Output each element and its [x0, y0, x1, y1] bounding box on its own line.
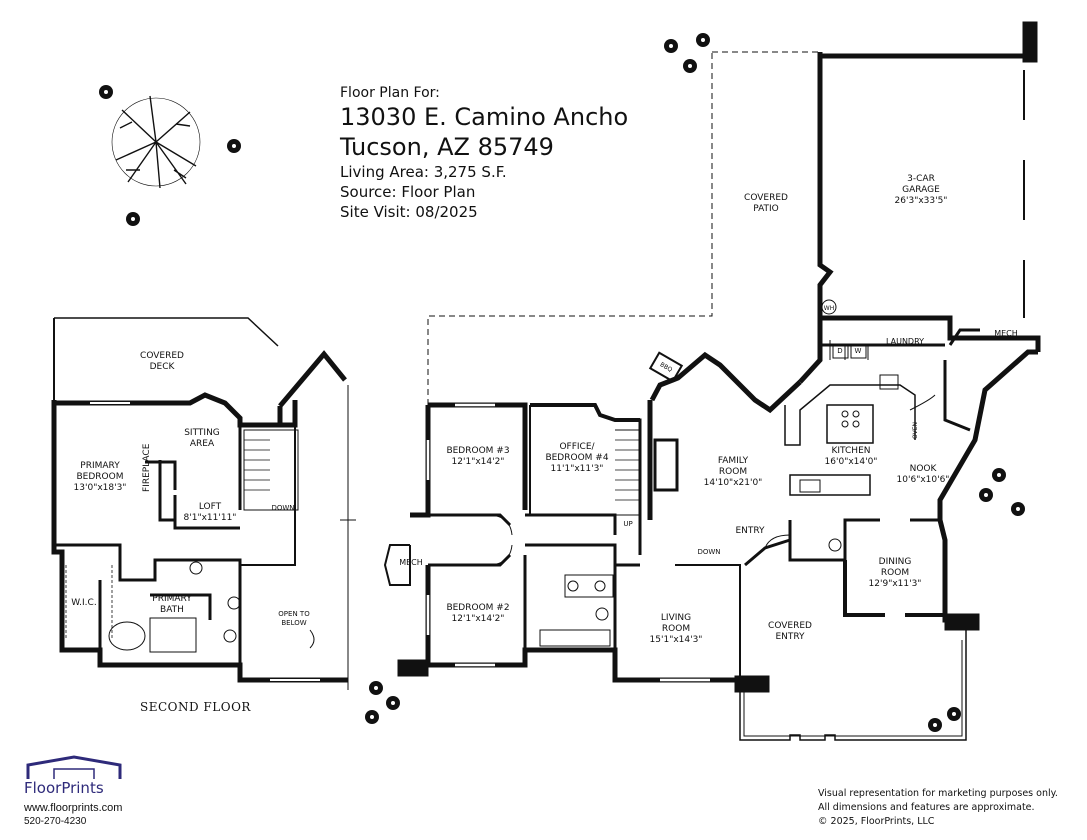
window-openings [426, 120, 1026, 682]
phone-number: 520-270-4230 [24, 816, 87, 827]
dryer-label: D [837, 347, 843, 355]
room-label-garage: 3-CAR GARAGE 26'3"x33'5" [894, 174, 948, 206]
room-label-wic: W.I.C. [71, 598, 97, 608]
room-label-living-room: LIVING ROOM 15'1"x14'3" [649, 613, 703, 645]
fireplace-label: FIREPLACE [142, 443, 152, 492]
room-label-entry: ENTRY [735, 526, 765, 536]
site-visit: Site Visit: 08/2025 [340, 203, 478, 221]
room-label-mech-garage: MECH [994, 329, 1018, 338]
room-label-mech-left: MECH [399, 558, 423, 567]
source: Source: Floor Plan [340, 183, 476, 201]
room-label-family-room: FAMILY ROOM 14'10"x21'0" [703, 456, 763, 488]
website-link[interactable]: www.floorprints.com [24, 802, 123, 814]
room-label-loft: LOFT 8'1"x11'11" [183, 502, 237, 523]
second-floor-walls [51, 317, 356, 690]
disclaimer-line-2: All dimensions and features are approxim… [818, 802, 1035, 813]
tree-icon [111, 95, 201, 189]
room-label-primary-bedroom: PRIMARY BEDROOM 13'0"x18'3" [73, 461, 127, 493]
room-label-dining-room: DINING ROOM 12'9"x11'3" [868, 557, 922, 589]
address-line-2: Tucson, AZ 85749 [340, 133, 554, 161]
washer-label: W [854, 347, 862, 355]
brand-name: FloorPrints [24, 779, 104, 797]
disclaimer: Visual representation for marketing purp… [818, 787, 1058, 829]
room-label-office: OFFICE/ BEDROOM #4 11'1"x11'3" [545, 442, 609, 474]
floor-plan-for-label: Floor Plan For: [340, 85, 440, 101]
first-floor-walls [383, 21, 1041, 741]
disclaimer-line-1: Visual representation for marketing purp… [818, 788, 1058, 799]
oven-label: OVEN [912, 421, 920, 440]
room-label-laundry: LAUNDRY [885, 337, 925, 346]
stair-down-label: DOWN [271, 504, 295, 512]
second-floor-title: SECOND FLOOR [140, 700, 251, 714]
room-label-bedroom-3: BEDROOM #3 12'1"x14'2" [446, 446, 510, 467]
copyright: © 2025, FloorPrints, LLC [818, 816, 935, 827]
room-label-bedroom-2: BEDROOM #2 12'1"x14'2" [446, 603, 510, 624]
house-logo-icon [26, 755, 122, 779]
plan-header: Floor Plan For: 13030 E. Camino Ancho Tu… [340, 84, 628, 222]
room-label-nook: NOOK 10'6"x10'6" [896, 464, 950, 485]
stair-up-label: UP [623, 520, 633, 528]
living-area: Living Area: 3,275 S.F. [340, 163, 507, 181]
room-label-kitchen: KITCHEN 16'0"x14'0" [824, 446, 878, 467]
address-line-1: 13030 E. Camino Ancho [340, 103, 629, 131]
step-down-label: DOWN [697, 548, 721, 556]
water-heater-label: WH [823, 305, 835, 312]
